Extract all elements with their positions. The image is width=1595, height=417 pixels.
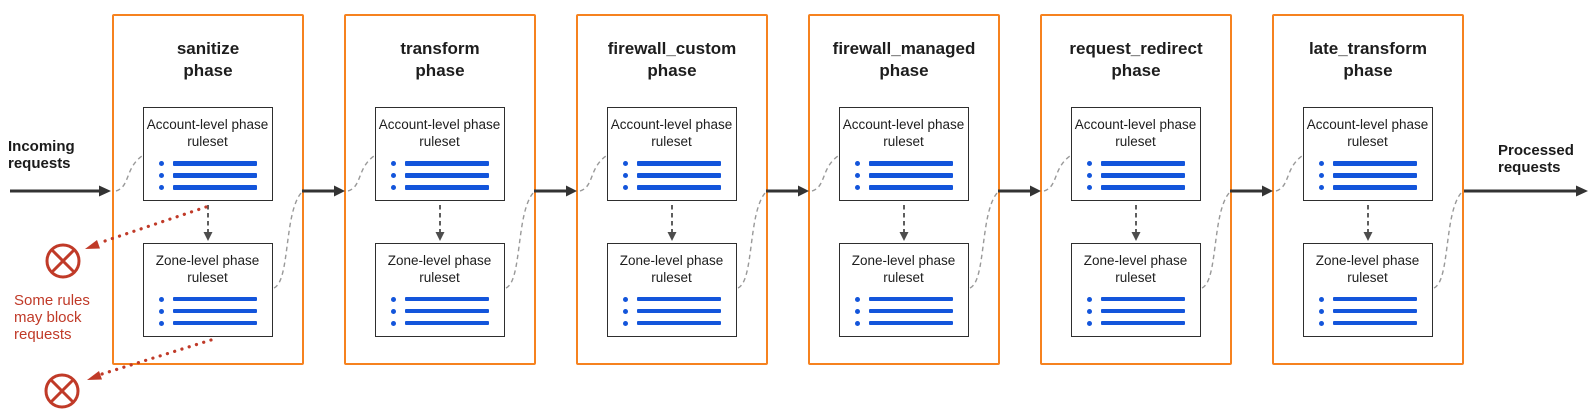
phase-name: late_transform xyxy=(1308,39,1428,58)
phase-suffix: phase xyxy=(183,61,233,80)
account-ruleset-label: Account-level phase ruleset xyxy=(146,117,269,149)
account-ruleset-box: Account-level phase ruleset xyxy=(1302,107,1433,201)
zone-ruleset-label: Zone-level phase ruleset xyxy=(1083,252,1188,285)
zone-ruleset-label: Zone-level phase ruleset xyxy=(851,252,956,285)
account-ruleset-box: Account-level phase ruleset xyxy=(142,107,273,201)
ruleset-list-icon xyxy=(622,296,721,326)
phase-box-sanitize: sanitize phase Account-level phase rulese… xyxy=(112,14,304,365)
zone-ruleset-label: Zone-level phase ruleset xyxy=(155,252,260,285)
account-ruleset-label: Account-level phase ruleset xyxy=(1306,117,1429,149)
ruleset-list-icon xyxy=(622,161,721,190)
phase-name: firewall_custom xyxy=(607,39,737,58)
ruleset-list-icon xyxy=(854,161,953,190)
account-ruleset-box: Account-level phase ruleset xyxy=(1070,107,1201,201)
zone-ruleset-box: Zone-level phase ruleset xyxy=(374,242,505,337)
zone-ruleset-label: Zone-level phase ruleset xyxy=(387,252,492,285)
zone-ruleset-label: Zone-level phase ruleset xyxy=(1315,252,1420,285)
phase-suffix: phase xyxy=(415,61,465,80)
ruleset-list-icon xyxy=(1086,161,1185,190)
phase-title: transform phase xyxy=(346,38,534,82)
account-ruleset-label: Account-level phase ruleset xyxy=(1074,117,1197,149)
zone-ruleset-label: Zone-level phase ruleset xyxy=(619,252,724,285)
ruleset-list-icon xyxy=(854,296,953,326)
phase-title: sanitize phase xyxy=(114,38,302,82)
ruleset-list-icon xyxy=(1086,296,1185,326)
ruleset-list-icon xyxy=(1318,296,1417,326)
phase-suffix: phase xyxy=(1111,61,1161,80)
processed-arrow xyxy=(1464,185,1588,197)
account-ruleset-label: Account-level phase ruleset xyxy=(842,117,965,149)
ruleset-list-icon xyxy=(1318,161,1417,190)
ruleset-list-icon xyxy=(158,296,257,326)
phase-box-transform: transform phase Account-level phase rules… xyxy=(344,14,536,365)
account-ruleset-box: Account-level phase ruleset xyxy=(606,107,737,201)
phase-name: request_redirect xyxy=(1069,39,1203,58)
block-note-label: Some rules may block requests xyxy=(14,292,90,343)
zone-ruleset-box: Zone-level phase ruleset xyxy=(838,242,969,337)
block-icon xyxy=(45,243,81,279)
zone-ruleset-box: Zone-level phase ruleset xyxy=(1070,242,1201,337)
phase-name: sanitize xyxy=(176,39,240,58)
phases-row: sanitize phase Account-level phase rulese… xyxy=(112,14,1464,365)
phase-suffix: phase xyxy=(647,61,697,80)
account-ruleset-box: Account-level phase ruleset xyxy=(374,107,505,201)
account-ruleset-box: Account-level phase ruleset xyxy=(838,107,969,201)
incoming-requests-label: Incoming requests xyxy=(8,138,75,172)
account-ruleset-label: Account-level phase ruleset xyxy=(378,117,501,149)
processed-requests-label: Processed requests xyxy=(1498,142,1574,176)
ruleset-list-icon xyxy=(158,161,257,190)
phase-name: firewall_managed xyxy=(832,39,976,58)
phase-suffix: phase xyxy=(879,61,929,80)
block-icon xyxy=(44,373,80,409)
phase-name: transform xyxy=(400,39,480,58)
zone-ruleset-box: Zone-level phase ruleset xyxy=(1302,242,1433,337)
ruleset-list-icon xyxy=(390,161,489,190)
account-ruleset-label: Account-level phase ruleset xyxy=(610,117,733,149)
zone-ruleset-box: Zone-level phase ruleset xyxy=(142,242,273,337)
incoming-arrow xyxy=(10,185,111,197)
phase-suffix: phase xyxy=(1343,61,1393,80)
ruleset-list-icon xyxy=(390,296,489,326)
zone-ruleset-box: Zone-level phase ruleset xyxy=(606,242,737,337)
